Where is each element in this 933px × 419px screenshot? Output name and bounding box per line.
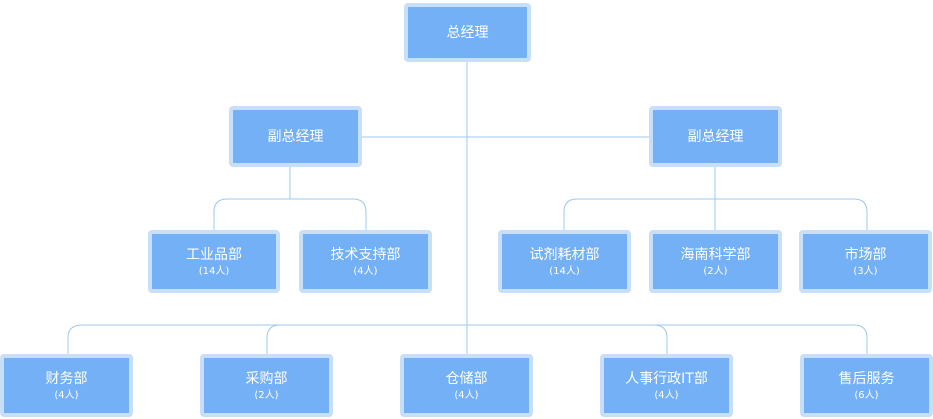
dept-name: 海南科学部 [680,246,751,263]
dept-name: 技术支持部 [330,246,401,263]
dept-count: (4人) [454,389,479,401]
dept-count: (14人) [549,265,580,277]
node-dept-tech: 技术支持部 (4人) [299,230,432,293]
node-dept-market: 市场部 (3人) [799,230,932,293]
node-vp-left-name: 副总经理 [267,128,324,145]
dept-name: 试剂耗材部 [529,246,600,263]
connector-bottom-bar [67,324,868,356]
dept-name: 采购部 [245,370,288,387]
node-ceo-name: 总经理 [446,24,489,41]
dept-name: 人事行政IT部 [625,370,708,387]
node-vp-right: 副总经理 [649,106,782,167]
node-vp-right-name: 副总经理 [687,128,744,145]
node-dept-industrial: 工业品部 (14人) [148,230,280,293]
dept-name: 售后服务 [838,370,895,387]
node-dept-service: 售后服务 (6人) [800,354,933,417]
dept-count: (2人) [703,265,728,277]
node-dept-storage: 仓储部 (4人) [400,354,533,417]
dept-name: 市场部 [844,246,887,263]
dept-name: 工业品部 [186,246,242,263]
dept-name: 仓储部 [445,370,488,387]
connector-right-vp [563,167,868,232]
dept-count: (4人) [353,265,378,277]
dept-count: (4人) [54,389,79,401]
node-dept-finance: 财务部 (4人) [0,354,133,417]
node-dept-reagent: 试剂耗材部 (14人) [498,230,631,293]
node-dept-purchase: 采购部 (2人) [200,354,333,417]
dept-count: (14人) [198,265,230,277]
dept-count: (2人) [254,389,279,401]
connector-left-vp [213,167,367,232]
node-dept-hr-it: 人事行政IT部 (4人) [600,354,733,417]
dept-count: (4人) [654,389,679,401]
dept-count: (3人) [853,265,878,277]
node-ceo: 总经理 [404,3,531,62]
dept-count: (6人) [854,389,879,401]
node-dept-marine: 海南科学部 (2人) [649,230,782,293]
dept-name: 财务部 [45,370,88,387]
node-vp-left: 副总经理 [229,106,362,167]
